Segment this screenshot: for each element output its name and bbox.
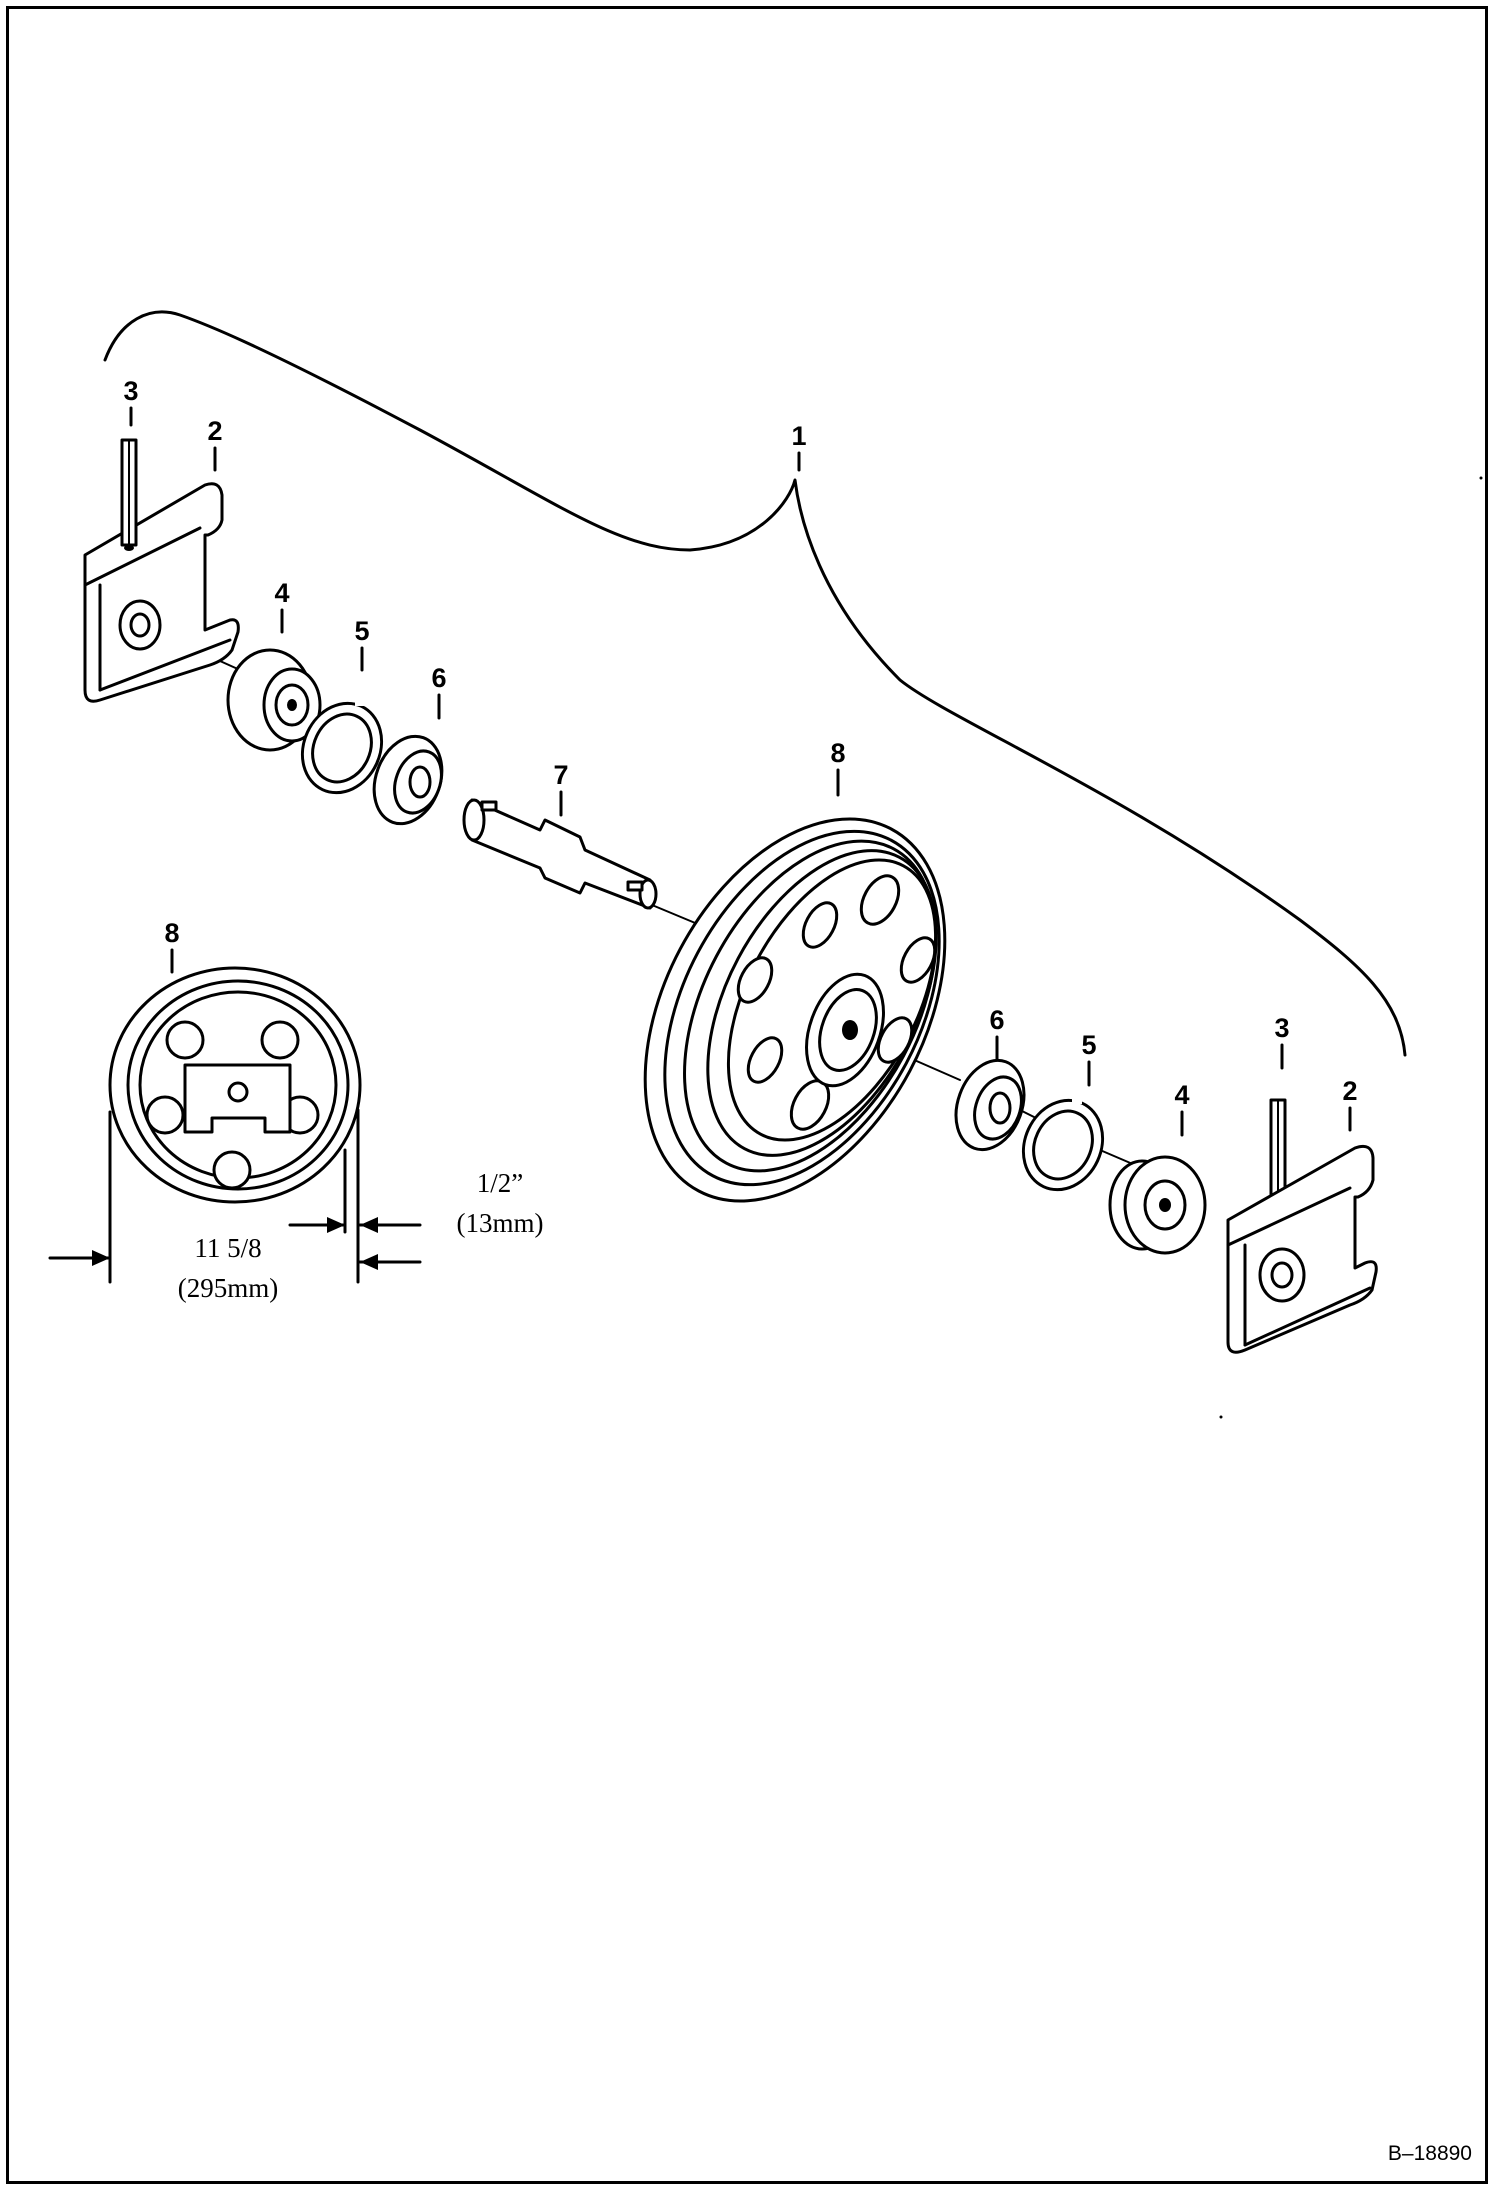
bearing-left bbox=[372, 734, 444, 826]
callout-3-right: 3 bbox=[1274, 1013, 1289, 1043]
shaft bbox=[462, 798, 658, 910]
callout-1: 1 bbox=[791, 421, 806, 451]
figure-reference: B–18890 bbox=[1388, 2142, 1472, 2165]
callout-5-right: 5 bbox=[1081, 1030, 1096, 1060]
mounting-block-left bbox=[83, 482, 240, 703]
callout-6-left: 6 bbox=[431, 663, 446, 693]
callout-8-detail: 8 bbox=[164, 918, 179, 948]
callout-5-left: 5 bbox=[354, 616, 369, 646]
dimension-diameter-in: 11 5/8 bbox=[194, 1233, 261, 1263]
callout-2-left: 2 bbox=[207, 416, 222, 446]
callout-3-left: 3 bbox=[123, 376, 138, 406]
retaining-ring-right bbox=[1021, 1098, 1105, 1192]
callout-2-right: 2 bbox=[1342, 1076, 1357, 1106]
callout-7: 7 bbox=[553, 760, 568, 790]
retaining-ring-left bbox=[300, 700, 384, 795]
roll-pin-right bbox=[1269, 1098, 1287, 1201]
idler-wheel bbox=[643, 817, 947, 1203]
callout-6-right: 6 bbox=[989, 1005, 1004, 1035]
mounting-block-right bbox=[1226, 1144, 1378, 1354]
callout-4-left: 4 bbox=[274, 578, 289, 608]
dimension-flange-mm: (13mm) bbox=[457, 1208, 544, 1238]
dimension-diameter-mm: (295mm) bbox=[178, 1273, 279, 1303]
idler-detail-view bbox=[108, 966, 362, 1204]
assembly-brace bbox=[103, 310, 1407, 1057]
bearing-right bbox=[954, 1058, 1026, 1152]
leader-lines bbox=[129, 406, 1352, 1137]
seal-left bbox=[226, 648, 322, 752]
axis-line-5 bbox=[1099, 1149, 1136, 1166]
seal-right bbox=[1108, 1155, 1207, 1255]
page-border bbox=[6, 6, 1488, 2184]
callout-8: 8 bbox=[830, 738, 845, 768]
dimension-flange-in: 1/2” bbox=[477, 1168, 524, 1198]
dimension-lines bbox=[48, 1108, 422, 1284]
callout-4-right: 4 bbox=[1174, 1080, 1189, 1110]
roll-pin-left bbox=[120, 438, 138, 551]
